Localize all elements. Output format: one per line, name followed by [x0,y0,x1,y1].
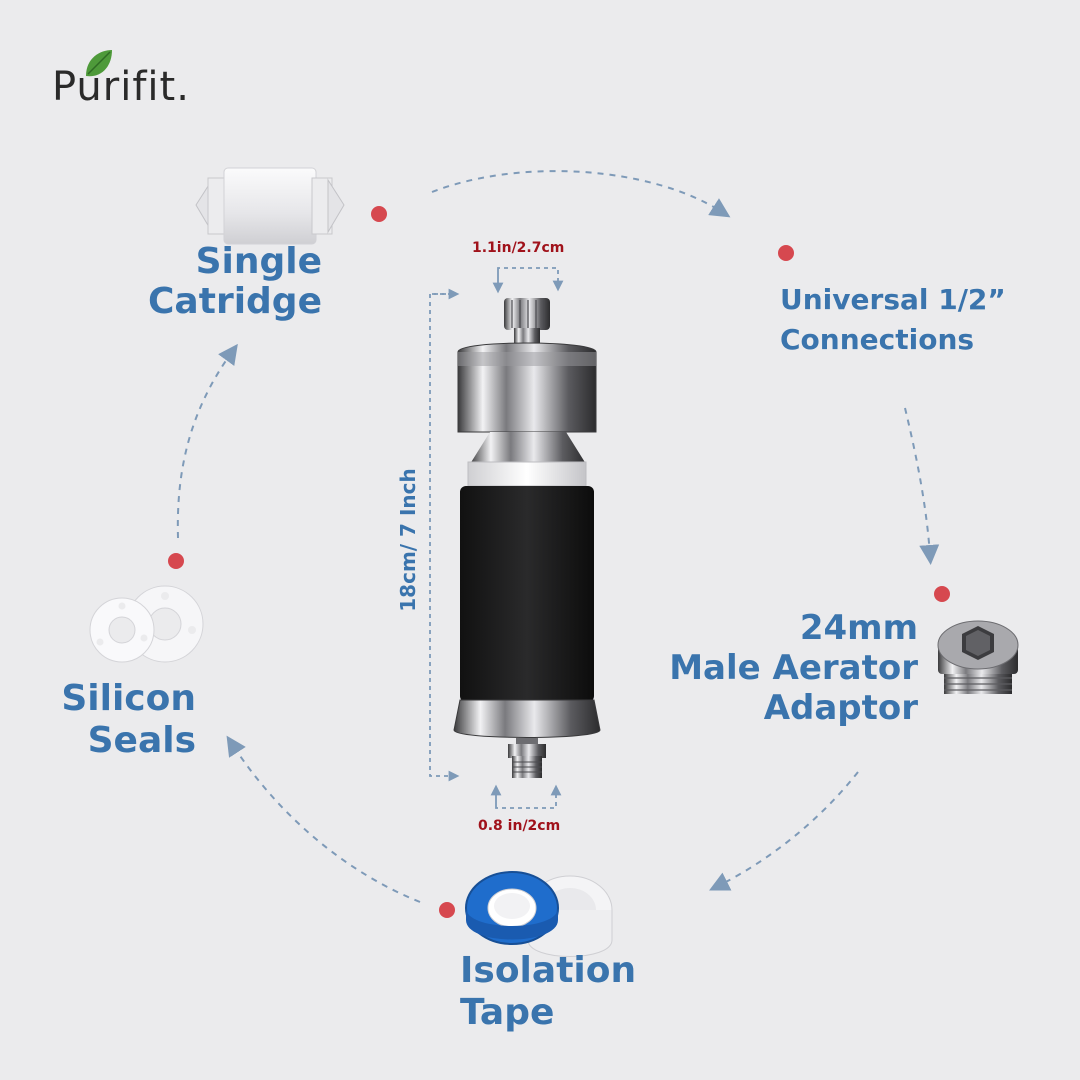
dot-silicon [168,553,184,569]
isolation-line2: Tape [460,992,555,1033]
aerator-line3: Adaptor [763,688,918,728]
flow-arrows [176,170,940,903]
aerator-adapter-icon [937,620,1019,694]
universal-connections-label: Universal 1/2” Connections [780,280,1006,360]
universal-line2: Connections [780,323,975,356]
silicon-seals-label: Silicon Seals [61,678,196,762]
aerator-adaptor-label: 24mm Male Aerator Adaptor [669,608,918,728]
aerator-line2: Male Aerator [669,648,918,688]
cartridge-icon [195,167,345,245]
single-cartridge-line1: Single [195,241,322,282]
bottom-width-bracket [495,784,562,809]
isolation-tape-icon [465,871,613,957]
top-width-label: 1.1in/2.7cm [472,240,565,256]
dot-aerator [934,586,950,602]
top-width-bracket [497,267,564,292]
single-cartridge-line2: Catridge [148,281,322,322]
universal-line1: Universal 1/2” [780,283,1006,316]
red-dots [168,206,950,918]
bottom-width-label: 0.8 in/2cm [478,818,561,834]
arrow-top [431,170,731,218]
arrow-left [176,343,238,539]
single-cartridge-label: Single Catridge [148,242,322,322]
leaf-icon [86,50,112,77]
silicon-line2: Seals [87,720,196,761]
height-bracket [429,293,460,782]
shower-filter-icon [453,298,601,778]
silicon-seals-icon [89,585,204,663]
dot-isolation [439,902,455,918]
isolation-line1: Isolation [460,950,637,991]
aerator-line1: 24mm [799,608,918,648]
brand-logo: Purifit. [52,64,190,110]
arrow-bottom-right [709,771,859,891]
isolation-tape-label: Isolation Tape [460,950,636,1034]
height-label: 18cm/ 7 Inch [396,468,420,612]
arrow-right [904,407,940,565]
arrow-bottom-left [226,735,421,903]
dimension-lines [429,267,564,809]
silicon-line1: Silicon [61,678,196,719]
dot-single-cartridge [371,206,387,222]
dot-universal [778,245,794,261]
